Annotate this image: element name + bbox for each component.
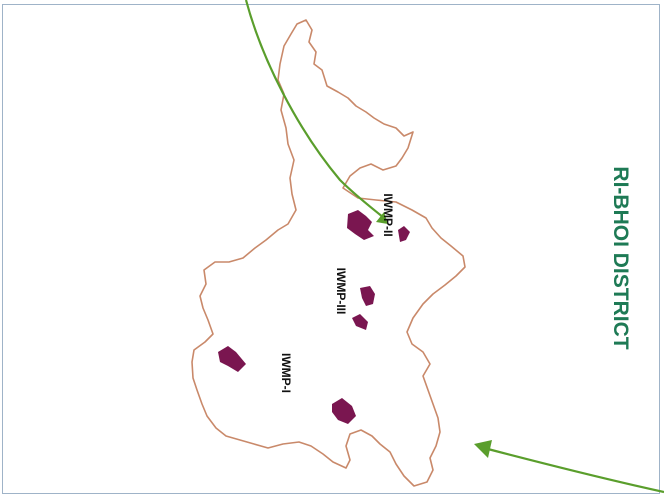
arrow-head-bottom bbox=[474, 440, 492, 458]
label-iwmp-1: IWMP-I bbox=[279, 353, 293, 393]
project-patch-1 bbox=[347, 210, 374, 240]
label-iwmp-2: IWMP-II bbox=[381, 193, 395, 236]
project-patch-6 bbox=[332, 398, 356, 424]
project-patch-2 bbox=[398, 226, 410, 242]
district-title: RI-BHOI DISTRICT bbox=[609, 166, 632, 349]
project-patch-3 bbox=[360, 286, 375, 306]
district-boundary bbox=[191, 19, 466, 487]
map-frame bbox=[2, 4, 660, 494]
project-patch-5 bbox=[218, 346, 246, 372]
curved-arrow-top bbox=[244, 0, 385, 219]
project-patch-4 bbox=[352, 314, 368, 330]
arrow-head-top bbox=[376, 212, 388, 224]
label-iwmp-3: IWMP-III bbox=[334, 268, 348, 315]
curved-arrow-bottom bbox=[483, 446, 664, 494]
